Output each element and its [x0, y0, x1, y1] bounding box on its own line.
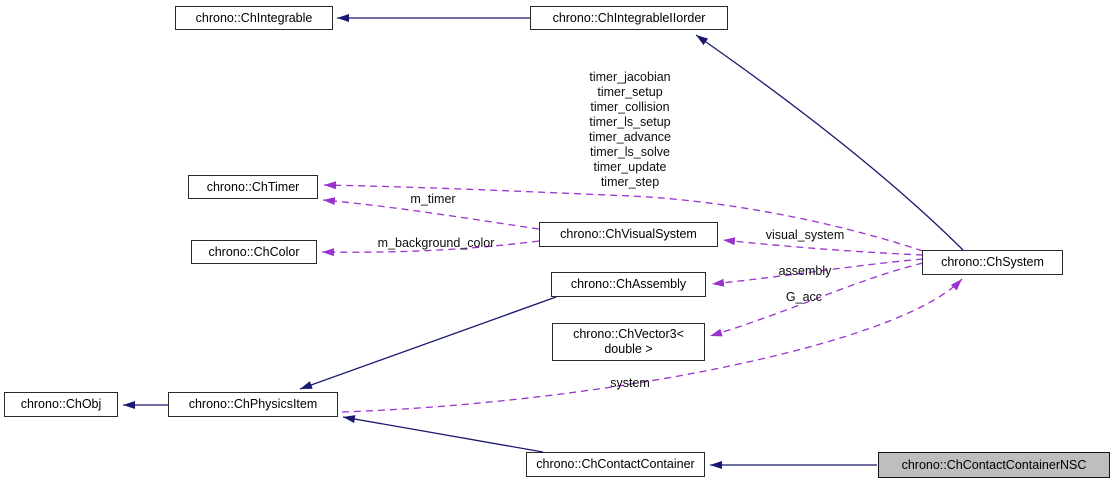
edge-label-timer-ls-setup: timer_ls_setup	[589, 115, 671, 129]
node-chvisualsystem-label: chrono::ChVisualSystem	[560, 227, 697, 241]
node-chassembly-label: chrono::ChAssembly	[570, 277, 687, 291]
edge-use-physicsitem-to-chsystem	[341, 278, 963, 413]
node-chintegrable[interactable]: chrono::ChIntegrable	[175, 6, 333, 30]
edge-label-timer-setup: timer_setup	[597, 85, 663, 99]
node-chvector3-label-line2: double >	[604, 342, 653, 356]
edge-label-timer-members: timer_jacobian timer_setup timer_collisi…	[540, 70, 720, 190]
node-chintegrableiiorder[interactable]: chrono::ChIntegrableIIorder	[530, 6, 728, 30]
node-chcontactcontainernsc-highlighted[interactable]: chrono::ChContactContainerNSC	[878, 452, 1110, 478]
node-chassembly[interactable]: chrono::ChAssembly	[551, 272, 706, 297]
edge-use-chsystem-to-vector3	[709, 262, 924, 337]
edge-use-visualsystem-to-color	[321, 240, 540, 257]
node-chvisualsystem[interactable]: chrono::ChVisualSystem	[539, 222, 718, 247]
edge-label-timer-step: timer_step	[600, 175, 660, 189]
edge-inherit-contactcontainer-to-physicsitem	[342, 415, 544, 453]
edge-use-visualsystem-to-timer	[322, 197, 540, 230]
edge-inherit-assembly-to-physicsitem	[299, 296, 557, 390]
node-chcontactcontainer-label: chrono::ChContactContainer	[536, 457, 695, 471]
node-chcontactcontainernsc-label: chrono::ChContactContainerNSC	[901, 457, 1087, 472]
node-chintegrableiiorder-label: chrono::ChIntegrableIIorder	[552, 10, 706, 25]
edge-use-chsystem-to-visualsystem	[722, 237, 924, 256]
node-chcontactcontainer[interactable]: chrono::ChContactContainer	[526, 452, 705, 477]
node-chphysicsitem[interactable]: chrono::ChPhysicsItem	[168, 392, 338, 417]
node-chtimer[interactable]: chrono::ChTimer	[188, 175, 318, 199]
node-chvector3[interactable]: chrono::ChVector3< double >	[552, 323, 705, 361]
node-chvector3-label-line1: chrono::ChVector3<	[573, 327, 684, 341]
edge-use-chsystem-to-assembly	[711, 258, 924, 287]
node-chobj-label: chrono::ChObj	[20, 397, 102, 411]
node-chsystem[interactable]: chrono::ChSystem	[922, 250, 1063, 275]
edge-label-timer-collision: timer_collision	[590, 100, 670, 114]
node-chobj[interactable]: chrono::ChObj	[4, 392, 118, 417]
edge-label-timer-jacobian: timer_jacobian	[589, 70, 671, 84]
node-chcolor-label: chrono::ChColor	[208, 244, 300, 259]
edge-label-system: system	[610, 376, 650, 390]
edge-label-timer-ls-solve: timer_ls_solve	[590, 145, 670, 159]
node-chsystem-label: chrono::ChSystem	[941, 255, 1044, 269]
edge-use-chsystem-to-timer	[323, 181, 924, 252]
edge-label-assembly: assembly	[778, 264, 832, 278]
node-chphysicsitem-label: chrono::ChPhysicsItem	[188, 397, 318, 411]
edge-inherit-chsystem-to-iiorder	[695, 34, 964, 251]
edge-label-timer-update: timer_update	[593, 160, 667, 174]
edge-label-g-acc: G_acc	[785, 290, 823, 304]
node-chintegrable-label: chrono::ChIntegrable	[195, 10, 313, 25]
edge-label-timer-advance: timer_advance	[589, 130, 671, 144]
edge-label-m-timer: m_timer	[410, 192, 456, 206]
edge-label-m-background-color: m_background_color	[377, 236, 495, 250]
node-chtimer-label: chrono::ChTimer	[206, 179, 300, 194]
node-chcolor[interactable]: chrono::ChColor	[191, 240, 317, 264]
edge-label-visual-system: visual_system	[765, 228, 845, 242]
